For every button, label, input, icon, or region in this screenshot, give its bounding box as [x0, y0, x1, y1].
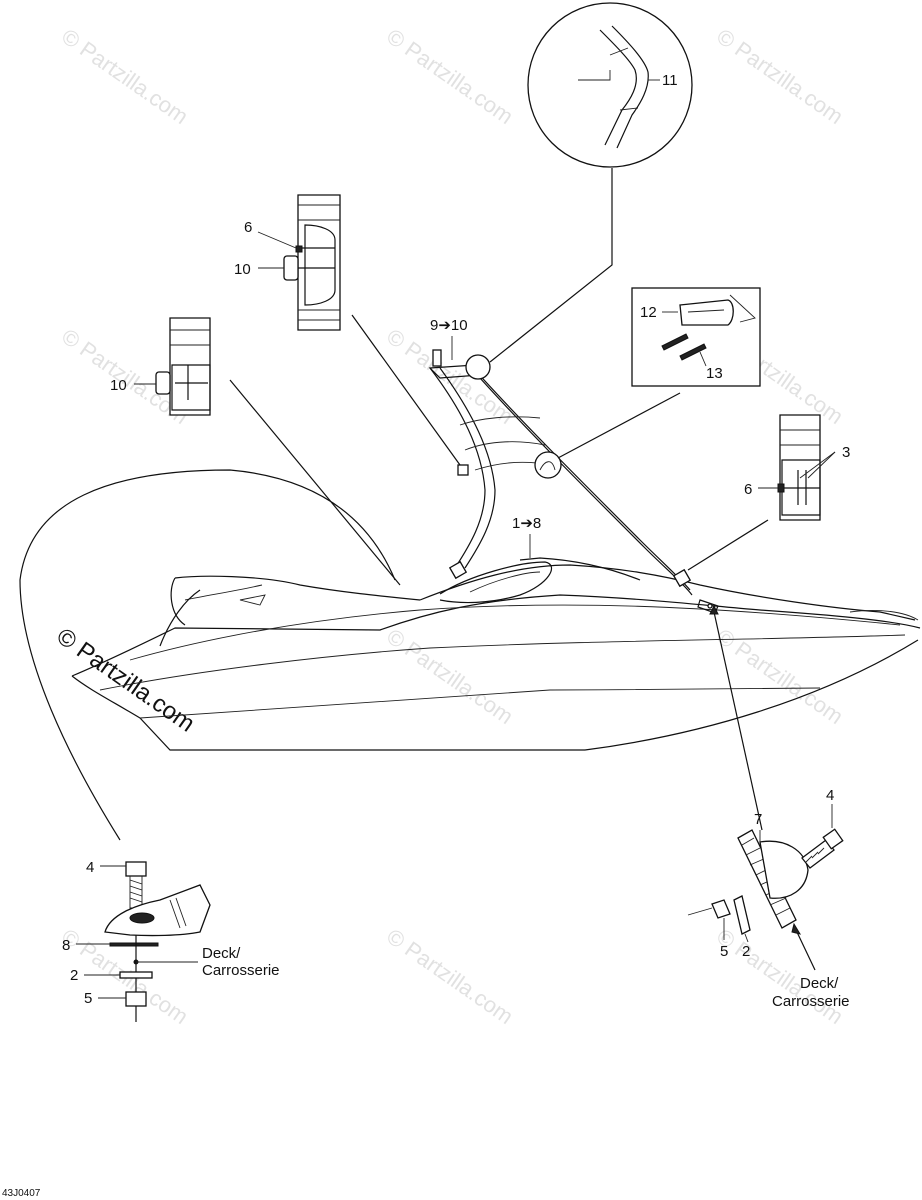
watermark: © Partzilla.com: [382, 324, 518, 430]
watermark: © Partzilla.com: [382, 924, 518, 1030]
watermark: © Partzilla.com: [712, 24, 848, 130]
callout-8: 8: [62, 937, 70, 954]
boat-hull: [71, 557, 921, 751]
detail-circle-11: [489, 2, 693, 363]
deck-label-right-line1: Deck/: [800, 975, 839, 992]
callout-6-right: 6: [744, 481, 752, 498]
callout-11: 11: [662, 72, 678, 89]
callout-4-right: 4: [826, 787, 834, 804]
watermark: © Partzilla.com: [57, 24, 193, 130]
mirror-detail-box: [557, 287, 761, 459]
watermark: © Partzilla.com: [382, 24, 518, 130]
callout-2-left: 2: [70, 967, 78, 984]
callout-6-top: 6: [244, 219, 252, 236]
callout-10-top: 10: [234, 261, 251, 278]
callout-9-10: 9➔10: [430, 317, 468, 334]
watermark: © Partzilla.com: [382, 624, 518, 730]
callout-5-right: 5: [720, 943, 728, 960]
hardware-bottom-right: [687, 604, 844, 971]
callout-4-left: 4: [86, 859, 94, 876]
deck-label-left-line2: Carrosserie: [202, 962, 280, 979]
tower: [428, 349, 719, 614]
deck-label-left-line1: Deck/: [202, 945, 241, 962]
detail-left: [134, 317, 401, 586]
callout-13: 13: [706, 365, 723, 382]
leader-curve-left: [19, 469, 396, 841]
deck-label-right-line2: Carrosserie: [772, 993, 850, 1010]
callout-2-right: 2: [742, 943, 750, 960]
callout-12: 12: [640, 304, 657, 321]
callout-1-8: 1➔8: [512, 515, 541, 532]
callout-7: 7: [754, 811, 762, 828]
watermark-group: © Partzilla.com © Partzilla.com © Partzi…: [57, 24, 848, 1030]
diagram-code: 43J0407: [2, 1188, 41, 1199]
callout-5-left: 5: [84, 990, 92, 1007]
deck-labels: Deck/ Carrosserie Deck/ Carrosserie: [202, 945, 850, 1010]
hardware-bottom-left: [76, 861, 211, 1022]
callout-3: 3: [842, 444, 850, 461]
callouts: 1➔8 9➔10 11 12 13 3 6 6 10 10 4 8 2 5 4 …: [62, 72, 850, 1007]
partzilla-watermark-main: © Partzilla.com: [52, 623, 200, 738]
detail-right: [687, 414, 836, 571]
callout-10-left: 10: [110, 377, 127, 394]
detail-upper-left: [257, 194, 461, 466]
